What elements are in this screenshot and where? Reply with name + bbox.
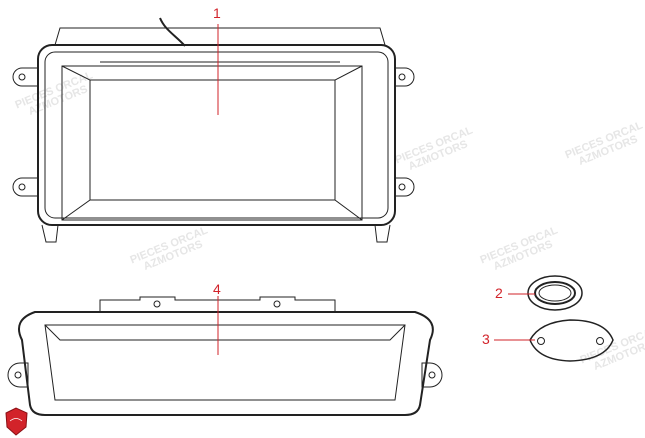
part-3-plate — [529, 319, 614, 362]
callout-4: 4 — [213, 281, 221, 297]
part-2-grommet — [527, 275, 583, 311]
part-4-housing — [7, 296, 443, 416]
callout-3: 3 — [482, 331, 490, 347]
part-1-housing — [12, 17, 415, 243]
brand-shield-logo — [5, 407, 28, 436]
callout-2: 2 — [495, 285, 503, 301]
callout-1: 1 — [213, 5, 221, 21]
